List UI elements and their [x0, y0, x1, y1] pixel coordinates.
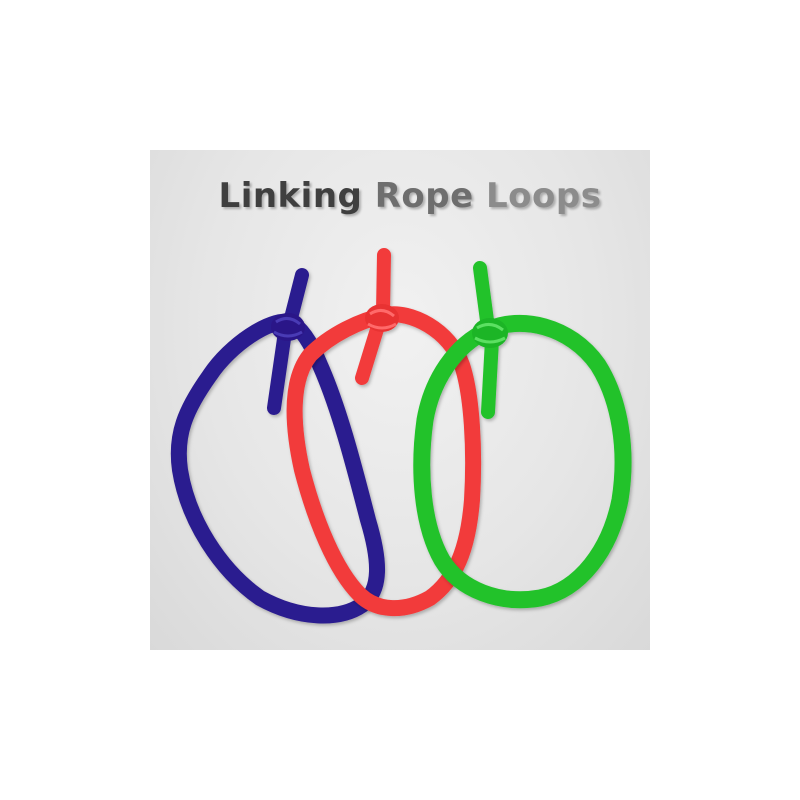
product-photo: Linking Rope Loops: [150, 150, 650, 650]
title-word-loops: Loops: [486, 176, 602, 216]
rope-loops-illustration: [170, 248, 632, 624]
green-rope-loop: [413, 261, 632, 609]
title-word-linking: Linking: [218, 176, 363, 216]
blue-rope-loop: [170, 268, 385, 624]
product-title: Linking Rope Loops: [150, 176, 650, 216]
title-word-rope: Rope: [374, 176, 474, 216]
red-rope-loop: [286, 248, 482, 617]
